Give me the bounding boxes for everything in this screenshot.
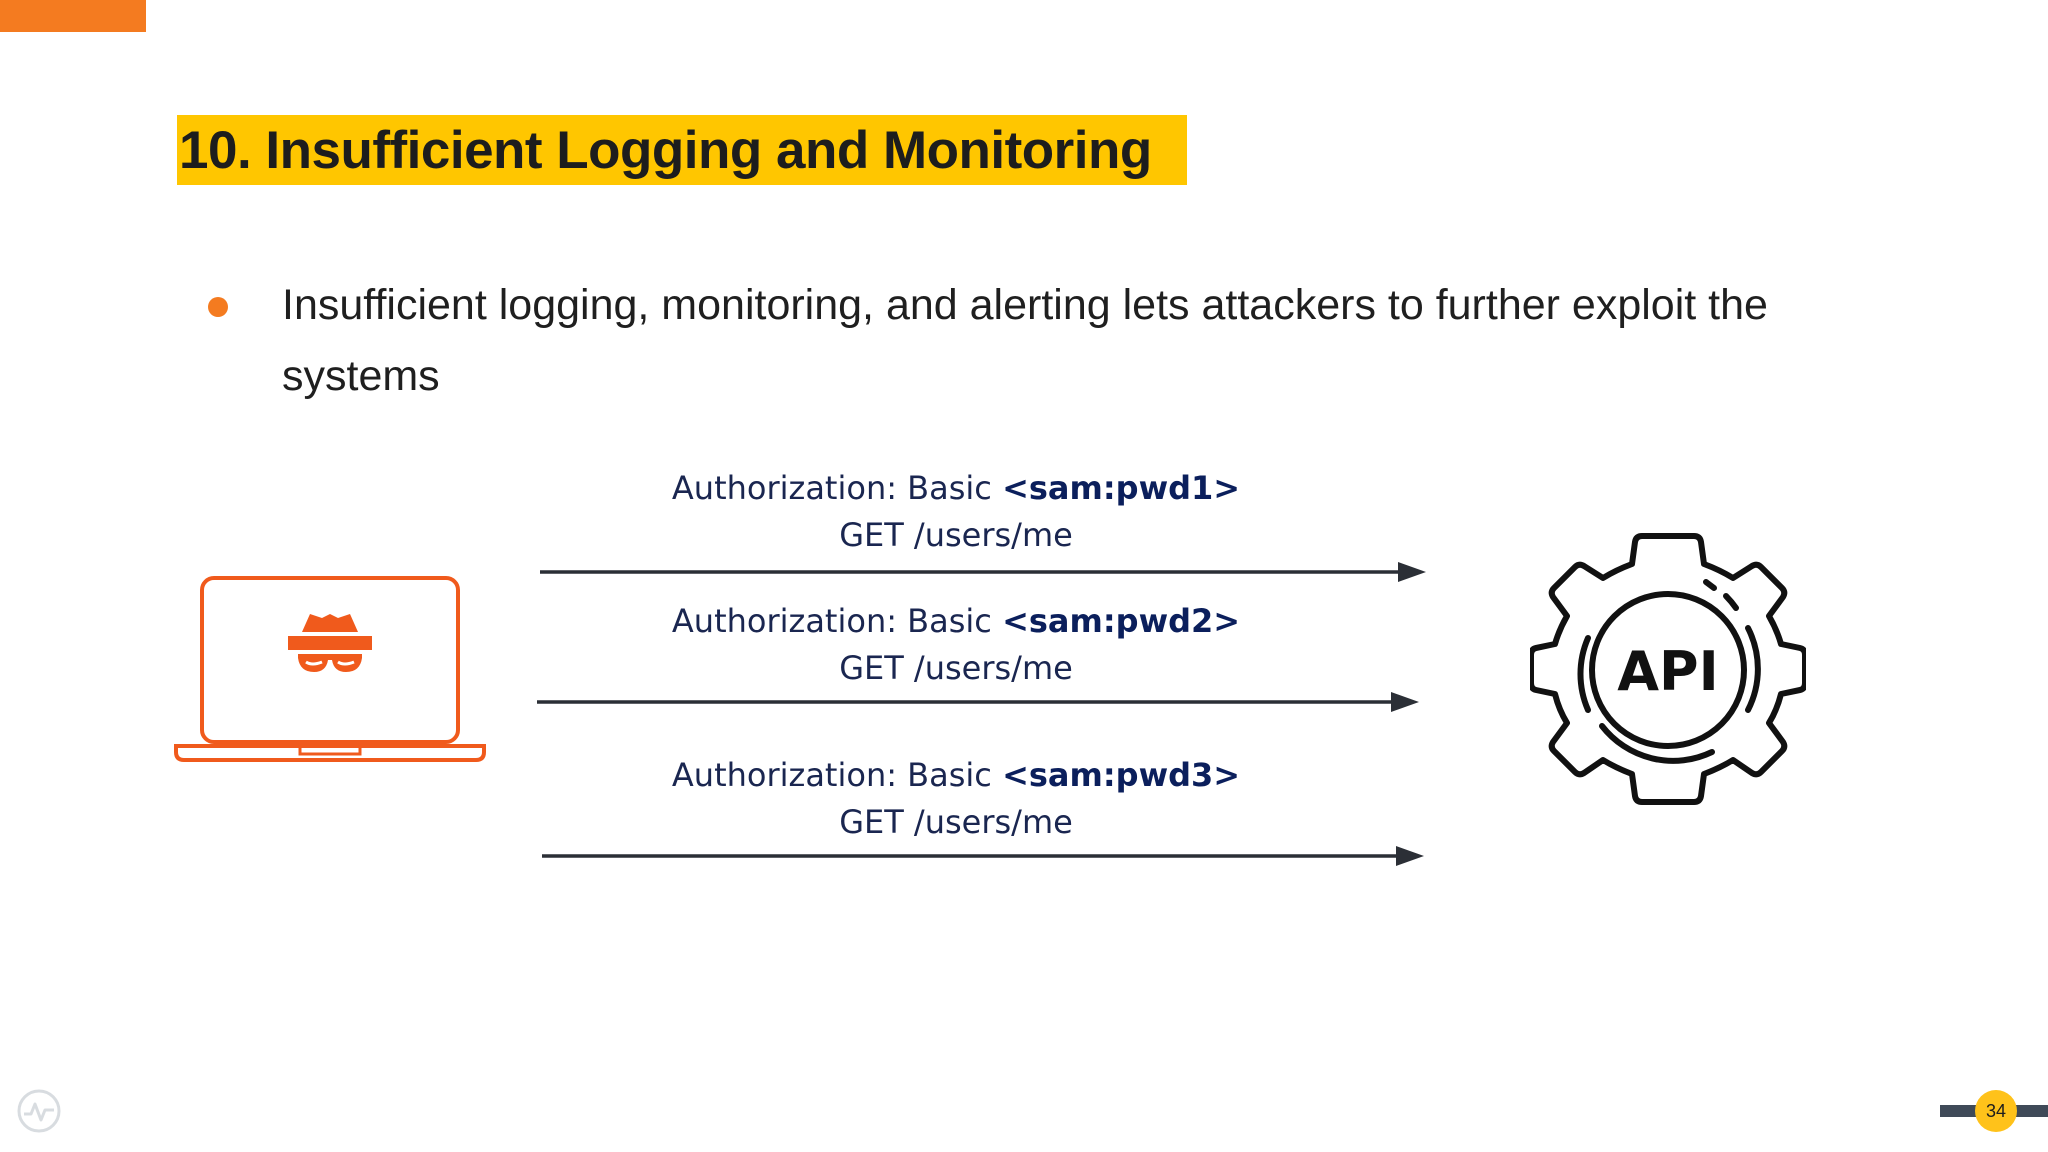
request-label-3: Authorization: Basic <sam:pwd3> GET /use… xyxy=(506,752,1406,846)
request-line-3: GET /users/me xyxy=(839,803,1073,841)
page-number-badge: 34 xyxy=(1940,1090,2048,1132)
page-title: 10. Insufficient Logging and Monitoring xyxy=(179,120,1152,180)
request-arrow-3 xyxy=(542,846,1424,866)
auth-header-3: Authorization: Basic <sam:pwd3> xyxy=(506,752,1406,799)
auth-header-2: Authorization: Basic <sam:pwd2> xyxy=(506,598,1406,645)
api-label: API xyxy=(1617,640,1718,703)
request-label-1: Authorization: Basic <sam:pwd1> GET /use… xyxy=(506,465,1406,559)
credential-2: <sam:pwd2> xyxy=(1002,602,1241,640)
laptop-hacker-icon xyxy=(174,576,486,762)
title-highlight: 10. Insufficient Logging and Monitoring xyxy=(177,115,1187,185)
api-gear-icon: API xyxy=(1530,533,1806,805)
heartbeat-logo-icon xyxy=(17,1089,61,1133)
corner-accent xyxy=(0,0,146,32)
request-line-2: GET /users/me xyxy=(839,649,1073,687)
bullet-dot xyxy=(208,297,228,317)
auth-prefix: Authorization: Basic xyxy=(671,602,1003,640)
request-line-1: GET /users/me xyxy=(839,516,1073,554)
request-arrow-2 xyxy=(537,692,1419,712)
credential-3: <sam:pwd3> xyxy=(1002,756,1241,794)
request-arrow-1 xyxy=(540,562,1426,582)
request-label-2: Authorization: Basic <sam:pwd2> GET /use… xyxy=(506,598,1406,692)
auth-header-1: Authorization: Basic <sam:pwd1> xyxy=(506,465,1406,512)
page-number: 34 xyxy=(1975,1090,2017,1132)
credential-1: <sam:pwd1> xyxy=(1002,469,1241,507)
auth-prefix: Authorization: Basic xyxy=(671,469,1003,507)
auth-prefix: Authorization: Basic xyxy=(671,756,1003,794)
bullet-text: Insufficient logging, monitoring, and al… xyxy=(282,281,1768,400)
